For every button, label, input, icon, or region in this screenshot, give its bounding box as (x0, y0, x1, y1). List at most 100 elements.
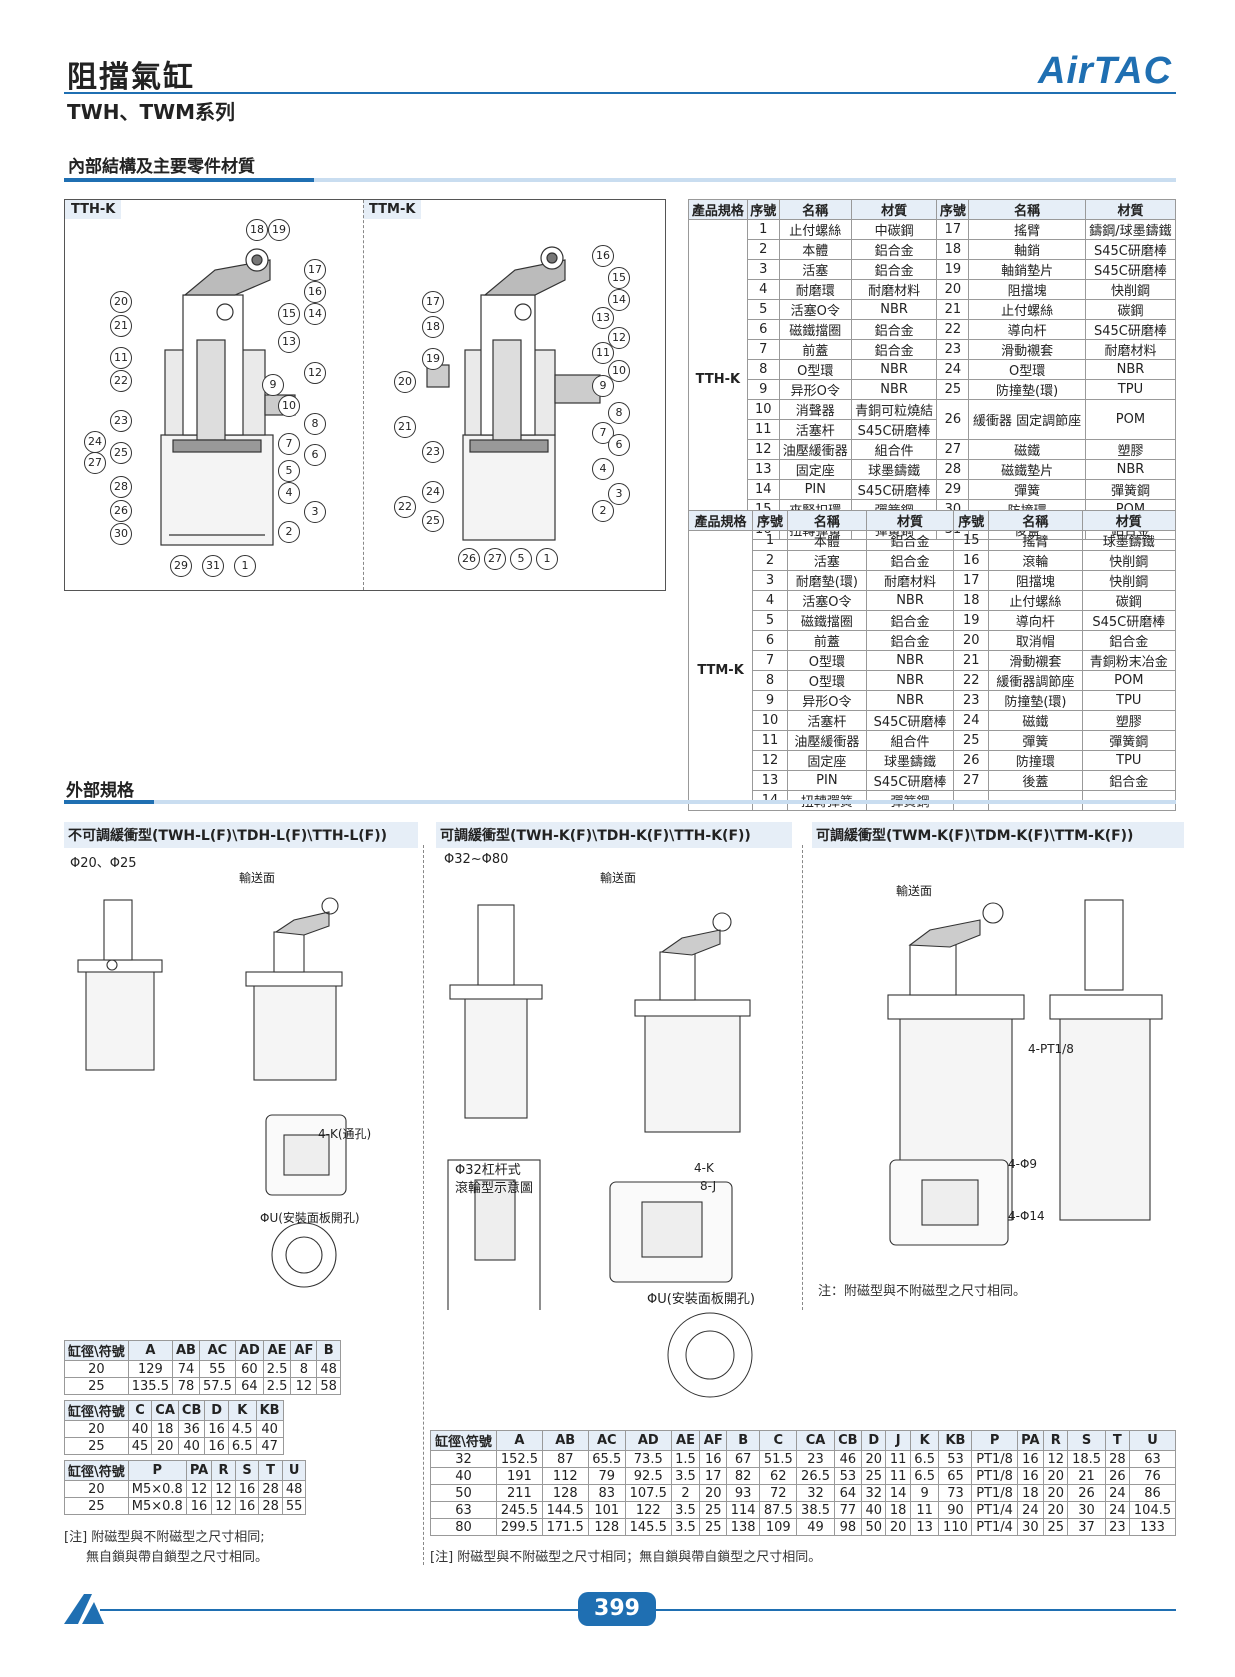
table-cell: 26 (1067, 1484, 1106, 1502)
table-cell: 73.5 (624, 1450, 672, 1468)
table-cell: 58 (316, 1377, 341, 1395)
table-cell: 21 (936, 299, 970, 320)
table-cell: 28 (258, 1480, 283, 1498)
table-cell: 鑄鋼/球墨鑄鐵 (1084, 219, 1177, 240)
table-cell: 18 (885, 1501, 911, 1519)
table-cell: 101 (587, 1501, 626, 1519)
callout: 26 (110, 500, 132, 522)
table-cell: 24 (1016, 1501, 1045, 1519)
table-cell: 24 (1104, 1501, 1131, 1519)
table-cell: 5 (746, 299, 780, 320)
table-cell: 135.5 (127, 1377, 173, 1395)
callout: 17 (422, 291, 444, 313)
section-bar-accent (64, 800, 154, 804)
table-cell: 塑膠 (1084, 439, 1177, 460)
table-cell: 17 (953, 570, 990, 591)
table-cell: 87 (541, 1450, 589, 1468)
table-cell: 耐磨墊(環) (787, 570, 867, 591)
header-cell: 缸徑\符號 (429, 1430, 498, 1451)
header-cell: 缸徑\符號 (64, 1460, 129, 1481)
table-cell: 53 (938, 1450, 973, 1468)
table-cell: 4 (752, 590, 788, 611)
table-cell: 40 (429, 1467, 498, 1485)
table-cell: 中碳鋼 (850, 219, 938, 240)
table-cell: PT1/4 (971, 1518, 1018, 1536)
table-cell: 299.5 (496, 1518, 543, 1536)
table-cell: 异形O令 (787, 690, 867, 711)
internal-drawing-box: TTH-K TTM-K (64, 199, 666, 591)
table-cell: 25 (64, 1437, 129, 1455)
table-cell: 16 (204, 1420, 229, 1438)
callout: 15 (278, 303, 300, 325)
table-cell: M5×0.8 (127, 1497, 187, 1515)
header-cell: K (227, 1400, 257, 1421)
table-cell: 9 (752, 690, 788, 711)
table-cell: 32 (861, 1484, 887, 1502)
table-cell: 40 (255, 1420, 284, 1438)
table-cell: 油壓緩衝器 (787, 730, 867, 751)
table-cell: 消聲器 (778, 399, 852, 420)
four-k-label: 4-K (694, 1161, 715, 1175)
table-cell: 磁鐵 (988, 710, 1083, 731)
table-cell: NBR (850, 379, 938, 400)
table-cell: 5 (752, 610, 788, 631)
callout: 19 (268, 219, 290, 241)
callout: 15 (608, 267, 630, 289)
table-cell: 20 (936, 279, 970, 300)
col1-drawing: 輸送面 4-K(通孔) ΦU(安裝面板開孔) (77, 870, 371, 1288)
callout: 22 (394, 496, 416, 518)
four-phi9-label: 4-Φ9 (1008, 1157, 1037, 1171)
table-cell: 83 (587, 1484, 626, 1502)
callout: 12 (304, 362, 326, 384)
table-cell: 74 (171, 1360, 200, 1378)
table-cell: O型環 (778, 359, 852, 380)
table-cell: 11 (752, 730, 788, 751)
table-cell: 6 (746, 319, 780, 340)
table-cell: PT1/4 (971, 1501, 1018, 1519)
table-cell: 24 (936, 359, 970, 380)
table-cell: 22 (953, 670, 990, 691)
table-cell: 耐磨環 (778, 279, 852, 300)
header-cell: AF (699, 1430, 728, 1451)
callout: 27 (84, 452, 106, 474)
table-cell: 6.5 (227, 1437, 257, 1455)
header-cell: CA (796, 1430, 835, 1451)
table-cell: 67 (726, 1450, 761, 1468)
table-cell: 12 (752, 750, 788, 771)
header-cell: 名稱 (988, 510, 1083, 531)
table-cell: NBR (850, 299, 938, 320)
table-cell: 25 (953, 730, 990, 751)
table-cell: 活塞O令 (787, 590, 867, 611)
table-cell: 171.5 (541, 1518, 589, 1536)
callout: 6 (608, 434, 630, 456)
table-cell: 鋁合金 (850, 339, 938, 360)
table-cell: TPU (1084, 379, 1177, 400)
table-cell: 鋁合金 (865, 610, 955, 631)
table-cell: 取消帽 (988, 630, 1083, 651)
callout: 9 (592, 375, 614, 397)
table-cell: 50 (861, 1518, 887, 1536)
table-cell: 鋁合金 (1081, 770, 1177, 791)
table-cell: 76 (1129, 1467, 1176, 1485)
table-cell: 10 (752, 710, 788, 731)
table-cell: 128 (541, 1484, 589, 1502)
callout: 27 (484, 548, 506, 570)
callout: 4 (278, 482, 300, 504)
callout: 6 (304, 444, 326, 466)
table-cell: 128 (587, 1518, 626, 1536)
header-cell: AD (624, 1430, 672, 1451)
table-cell: 6.5 (909, 1450, 940, 1468)
table-cell: 鋁合金 (865, 530, 955, 551)
table-cell: 60 (234, 1360, 264, 1378)
callout: 23 (422, 441, 444, 463)
header-cell: R (211, 1460, 236, 1481)
